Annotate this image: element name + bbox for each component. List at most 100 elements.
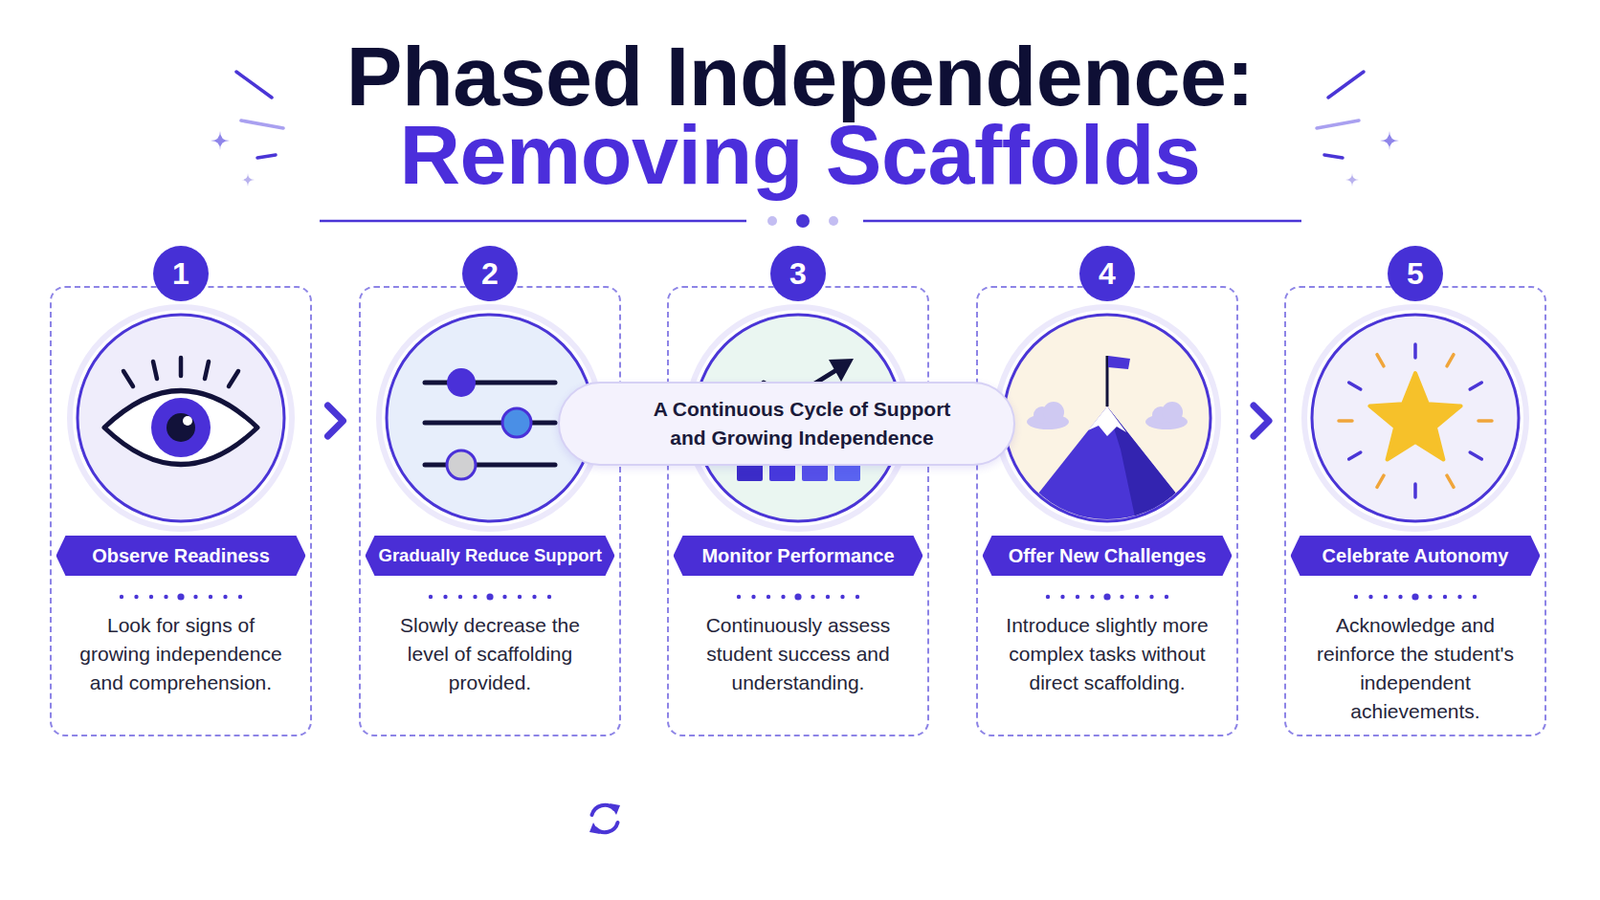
step-description: Continuously assess student success and …: [688, 611, 909, 698]
step-title: Monitor Performance: [673, 535, 924, 577]
circle-shape: [238, 595, 243, 600]
circle-shape: [149, 595, 154, 600]
g-shape: [1026, 401, 1188, 430]
circle-shape: [1457, 595, 1462, 600]
circle-shape: [1043, 401, 1065, 423]
line-shape: [1413, 344, 1418, 358]
line-shape: [178, 357, 184, 377]
circle-shape: [1045, 595, 1050, 600]
circle-shape: [166, 413, 196, 443]
circle-shape: [532, 595, 536, 600]
step-title: Gradually Reduce Support: [365, 535, 616, 577]
circle-shape: [780, 595, 785, 600]
path-shape: [104, 391, 258, 466]
star-icon: [1304, 307, 1527, 530]
circle-shape: [1354, 595, 1358, 600]
circle-shape: [1060, 595, 1065, 600]
circle-shape: [502, 408, 532, 438]
circle-shape: [767, 216, 778, 226]
step-card: 3Monitor PerformanceContinuously assess …: [666, 286, 930, 737]
circle-shape: [1368, 595, 1373, 600]
line-shape: [257, 155, 276, 158]
path-shape: [241, 173, 255, 187]
circle-shape: [1427, 595, 1432, 600]
connector: [328, 405, 344, 437]
circle-shape: [1149, 595, 1154, 600]
line-shape: [1324, 155, 1343, 158]
circle-shape: [133, 595, 138, 600]
circle-shape: [486, 593, 493, 600]
step-card: 5Celebrate AutonomyAcknowledge and reinf…: [1284, 286, 1547, 737]
step-title: Observe Readiness: [56, 535, 307, 577]
line-shape: [1478, 419, 1492, 423]
circle-shape: [177, 593, 184, 600]
step-number: 4: [1079, 245, 1135, 302]
circle-shape: [766, 595, 771, 600]
circle-shape: [1003, 314, 1211, 522]
circle-shape: [1075, 595, 1080, 600]
chevron-arrow: [328, 405, 344, 437]
g-shape: [119, 593, 243, 600]
cycle-icon: [583, 798, 626, 841]
polygon-shape: [1108, 355, 1131, 370]
circle-shape: [151, 398, 211, 458]
step-description: Slowly decrease the level of scaffolding…: [379, 611, 600, 698]
circle-shape: [193, 595, 198, 600]
line-shape: [1328, 71, 1364, 98]
g-shape: [736, 593, 860, 600]
circle-shape: [1383, 595, 1388, 600]
step-card: 4Offer New ChallengesIntroduce slightly …: [976, 286, 1239, 737]
path-shape: [1345, 173, 1359, 187]
polygon-shape: [589, 822, 600, 835]
line-shape: [1349, 382, 1361, 390]
line-shape: [863, 220, 1302, 223]
line-shape: [241, 120, 284, 129]
g-shape: [123, 357, 239, 387]
circle-shape: [458, 595, 463, 600]
circle-shape: [119, 595, 124, 600]
path-shape: [210, 131, 230, 151]
line-shape: [319, 220, 747, 223]
line-shape: [236, 71, 272, 98]
line-shape: [1413, 484, 1418, 498]
line-shape: [424, 463, 556, 468]
circle-shape: [1472, 595, 1477, 600]
g-shape: [1354, 593, 1477, 600]
step-description: Introduce slightly more complex tasks wi…: [997, 611, 1218, 698]
circle-shape: [428, 595, 433, 600]
circle-shape: [182, 416, 193, 426]
circle-shape: [1089, 595, 1094, 600]
circle-shape: [1119, 595, 1124, 600]
circle-shape: [446, 450, 476, 480]
step-title: Celebrate Autonomy: [1290, 535, 1541, 577]
circle-shape: [1161, 401, 1183, 423]
polygon-shape: [609, 803, 621, 816]
line-shape: [1349, 452, 1361, 460]
path-shape: [1379, 131, 1400, 151]
line-shape: [1469, 382, 1482, 390]
line-shape: [424, 421, 556, 426]
line-shape: [424, 380, 556, 386]
step-number: 5: [1387, 245, 1444, 302]
path-shape: [592, 805, 616, 816]
circle-shape: [1134, 595, 1139, 600]
line-shape: [1446, 475, 1454, 488]
connector: [1253, 405, 1269, 437]
line-shape: [123, 371, 134, 387]
polygon-shape: [828, 358, 854, 382]
step-card: 2Gradually Reduce SupportSlowly decrease…: [358, 286, 622, 737]
circle-shape: [222, 595, 227, 600]
circle-shape: [736, 595, 741, 600]
circle-shape: [828, 216, 839, 226]
circle-shape: [794, 593, 801, 600]
circle-shape: [472, 595, 477, 600]
g-shape: [1338, 344, 1492, 498]
mountain-icon: [996, 307, 1219, 530]
line-shape: [228, 371, 239, 387]
line-shape: [1446, 355, 1454, 367]
circle-shape: [751, 595, 756, 600]
step-number: 1: [153, 245, 209, 302]
line-shape: [1377, 355, 1384, 367]
step-number: 3: [770, 245, 826, 302]
circle-shape: [810, 595, 815, 600]
